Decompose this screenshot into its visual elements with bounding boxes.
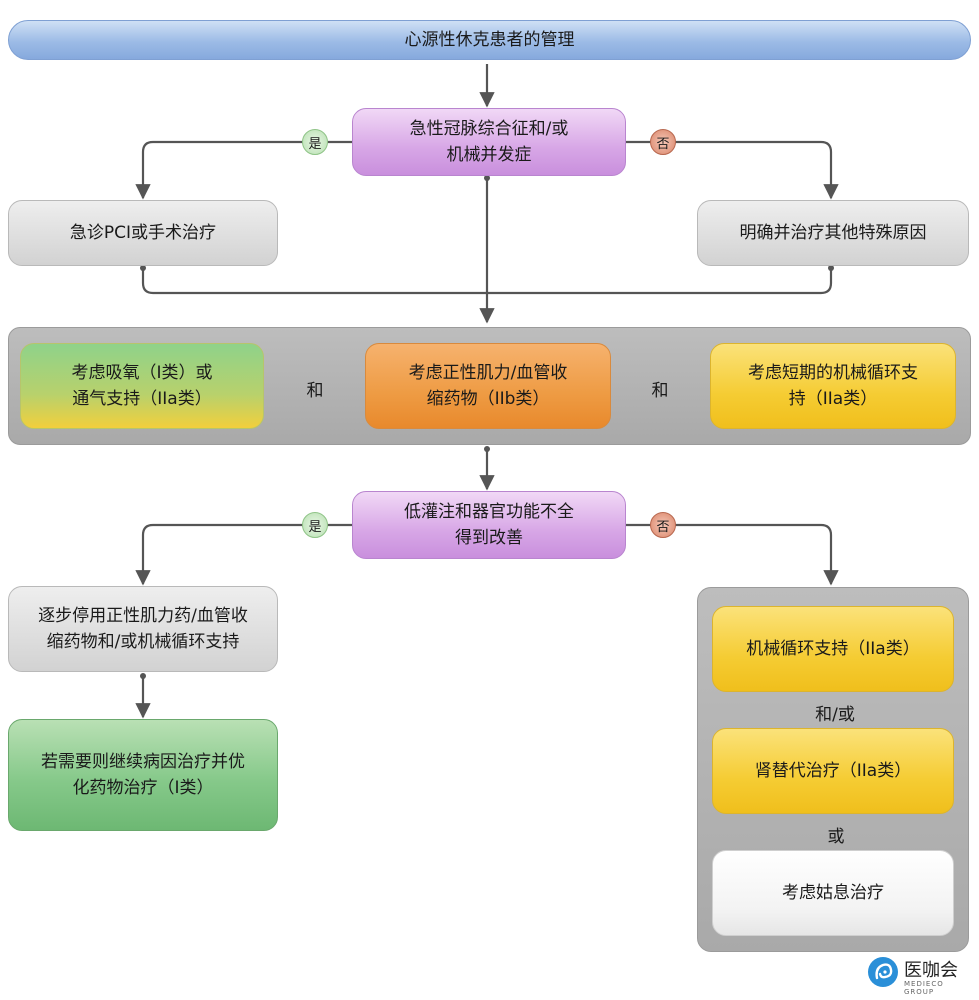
mcs-node-text: 机械循环支持（IIa类） xyxy=(746,638,920,659)
wean-node: 逐步停用正性肌力药/血管收 缩药物和/或机械循环支持 xyxy=(8,586,278,672)
perfusion-decision-line-2: 得到改善 xyxy=(455,528,523,548)
continue-therapy-node: 若需要则继续病因治疗并优 化药物治疗（I类） xyxy=(8,719,278,831)
short-mcs-node: 考虑短期的机械循环支 持（IIa类） xyxy=(710,343,956,429)
continue-therapy-line-2: 化药物治疗（I类） xyxy=(72,778,214,798)
yes-badge-2: 是 xyxy=(302,512,328,538)
oxygen-node-line-2: 通气支持（IIa类） xyxy=(72,389,212,409)
page-title: 心源性休克患者的管理 xyxy=(8,20,971,60)
mcs-node: 机械循环支持（IIa类） xyxy=(712,606,954,692)
rrt-node: 肾替代治疗（IIa类） xyxy=(712,728,954,814)
palliative-node: 考虑姑息治疗 xyxy=(712,850,954,936)
acs-decision-line-2: 机械并发症 xyxy=(446,145,532,165)
oxygen-node: 考虑吸氧（I类）或 通气支持（IIa类） xyxy=(20,343,264,429)
or-label: 或 xyxy=(827,827,845,847)
logo-subtitle: MEDIECO GROUP xyxy=(904,980,944,996)
and-label-2: 和 xyxy=(651,381,669,401)
inotropes-node-line-1: 考虑正性肌力/血管收 xyxy=(408,362,568,383)
logo-name: 医咖会 xyxy=(904,960,958,981)
palliative-node-text: 考虑姑息治疗 xyxy=(782,882,884,903)
other-cause-node: 明确并治疗其他特殊原因 xyxy=(697,200,969,266)
speech-bubble-icon xyxy=(868,957,898,987)
rrt-node-text: 肾替代治疗（IIa类） xyxy=(754,760,912,781)
inotropes-node: 考虑正性肌力/血管收 缩药物（IIb类） xyxy=(365,343,611,429)
inotropes-node-line-2: 缩药物（IIb类） xyxy=(426,389,550,409)
acs-decision-line-1: 急性冠脉综合征和/或 xyxy=(409,118,569,139)
other-cause-node-text: 明确并治疗其他特殊原因 xyxy=(739,222,927,243)
brand-logo: 医咖会 MEDIECO GROUP xyxy=(868,955,973,996)
oxygen-node-line-1: 考虑吸氧（I类）或 xyxy=(71,362,213,383)
and-label-1: 和 xyxy=(306,381,324,401)
perfusion-decision-line-1: 低灌注和器官功能不全 xyxy=(404,501,574,522)
and-or-label: 和/或 xyxy=(815,705,855,725)
continue-therapy-line-1: 若需要则继续病因治疗并优 xyxy=(41,751,245,772)
no-badge-2: 否 xyxy=(650,512,676,538)
short-mcs-node-line-1: 考虑短期的机械循环支 xyxy=(748,362,918,383)
no-badge-1: 否 xyxy=(650,129,676,155)
pci-node-text: 急诊PCI或手术治疗 xyxy=(69,222,217,243)
yes-badge-1: 是 xyxy=(302,129,328,155)
acs-decision-node: 急性冠脉综合征和/或 机械并发症 xyxy=(352,108,626,176)
wean-node-line-1: 逐步停用正性肌力药/血管收 xyxy=(38,605,248,626)
perfusion-decision-node: 低灌注和器官功能不全 得到改善 xyxy=(352,491,626,559)
pci-node: 急诊PCI或手术治疗 xyxy=(8,200,278,266)
page-title-text: 心源性休克患者的管理 xyxy=(404,29,575,50)
wean-node-line-2: 缩药物和/或机械循环支持 xyxy=(46,632,240,652)
short-mcs-node-line-2: 持（IIa类） xyxy=(788,389,878,409)
